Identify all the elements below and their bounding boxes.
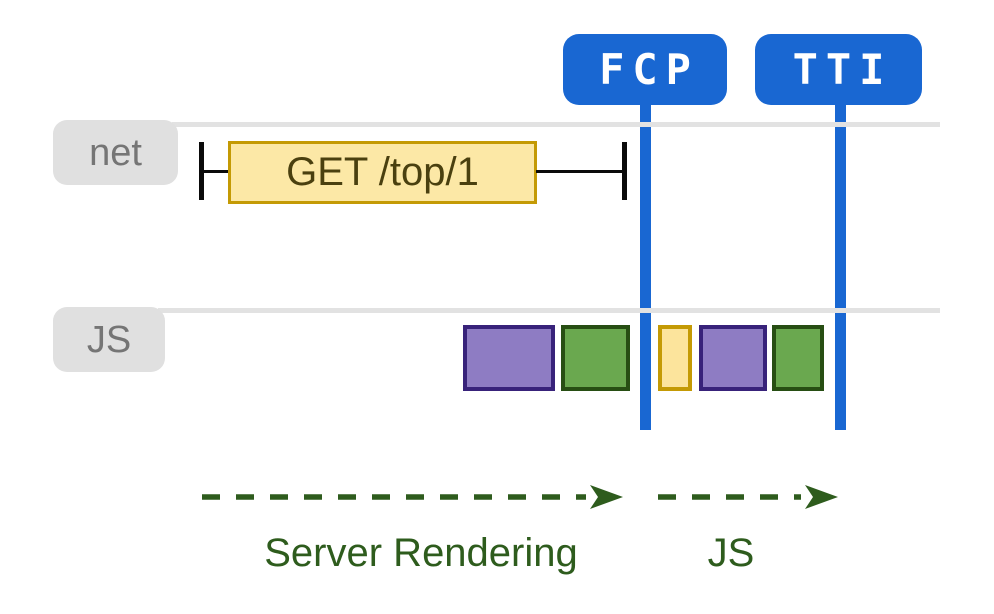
tti-badge: TTI	[755, 34, 922, 105]
request-end-tick	[622, 142, 627, 200]
network-request-box: GET /top/1	[228, 141, 537, 204]
fcp-badge: FCP	[563, 34, 727, 105]
js-lane-label: JS	[53, 307, 165, 372]
js-block-yellow-1	[658, 325, 692, 391]
net-lane-label-text: net	[89, 131, 142, 174]
fcp-badge-text: FCP	[599, 45, 699, 94]
server-rendering-phase-label: Server Rendering	[264, 531, 578, 575]
phase-arrows	[202, 485, 838, 509]
js-block-green-1	[561, 325, 630, 391]
request-start-tick	[199, 142, 204, 200]
net-lane-label: net	[53, 120, 178, 185]
fcp-marker-line	[640, 100, 651, 430]
js-lane-rail	[158, 308, 940, 313]
js-phase-label: JS	[707, 531, 755, 575]
js-lane-label-text: JS	[86, 318, 132, 361]
server-rendering-arrowhead-icon	[590, 485, 623, 509]
tti-badge-text: TTI	[792, 45, 893, 94]
js-arrowhead-icon	[805, 485, 838, 509]
network-request-label: GET /top/1	[286, 150, 479, 194]
net-lane-rail	[172, 122, 940, 127]
request-right-connector	[536, 170, 623, 173]
js-block-purple-2	[699, 325, 767, 391]
js-block-purple-1	[463, 325, 555, 391]
tti-marker-line	[835, 100, 846, 430]
request-left-connector	[203, 170, 229, 173]
js-block-green-2	[772, 325, 824, 391]
